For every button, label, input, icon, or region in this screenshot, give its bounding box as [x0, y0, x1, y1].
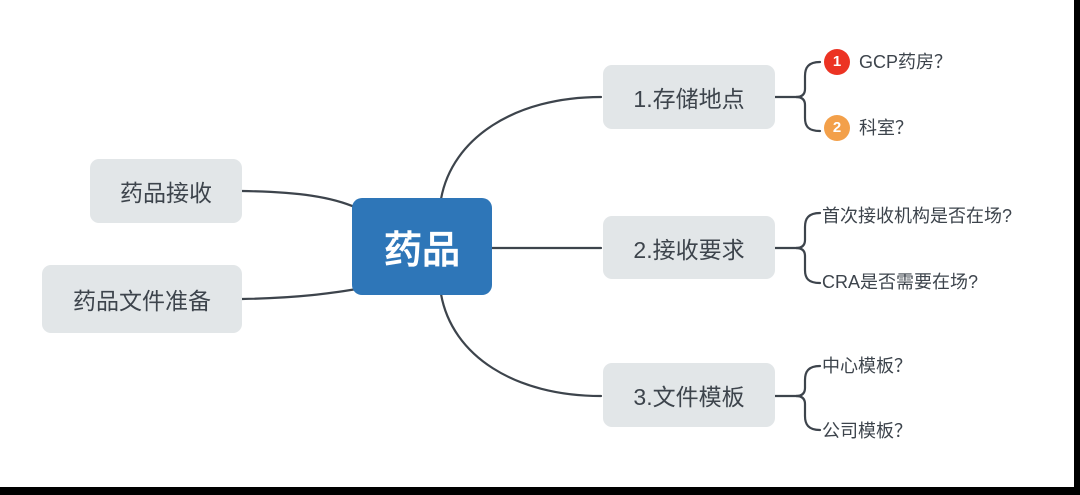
edge-root-to-templates [439, 292, 603, 398]
node-drug-receive[interactable]: 药品接收 [90, 159, 242, 223]
leaf-company-template[interactable]: 公司模板？ [822, 418, 912, 444]
leaf-label: 公司模板？ [822, 421, 912, 441]
edge-root-to-storage [439, 95, 603, 201]
leaf-label: CRA是否需要在场? [822, 272, 979, 292]
node-receive-requirements[interactable]: 2.接收要求 [603, 216, 775, 279]
edge-receive-to-root [240, 189, 359, 210]
edge-docprep-to-root [240, 287, 359, 301]
node-storage-location[interactable]: 1.存储地点 [603, 65, 775, 129]
node-document-templates[interactable]: 3.文件模板 [603, 363, 775, 427]
screenshot-right-border [1074, 0, 1080, 495]
node-root-drug[interactable]: 药品 [352, 198, 492, 295]
leaf-department[interactable]: 2 科室？ [824, 115, 913, 141]
brace-receive-req [795, 211, 822, 285]
leaf-label: 中心模板？ [822, 356, 912, 376]
leaf-first-receive-onsite[interactable]: 首次接收机构是否在场? [822, 203, 1012, 229]
leaf-center-template[interactable]: 中心模板？ [822, 353, 912, 379]
leaf-label: 首次接收机构是否在场? [822, 206, 1013, 226]
leaf-label: GCP药房？ [859, 52, 953, 72]
brace-storage [795, 60, 822, 133]
number-badge-2: 2 [824, 115, 850, 141]
screenshot-bottom-border [0, 487, 1080, 495]
node-drug-doc-prep[interactable]: 药品文件准备 [42, 265, 242, 333]
leaf-gcp-pharmacy[interactable]: 1 GCP药房？ [824, 49, 952, 75]
number-badge-1: 1 [824, 49, 850, 75]
leaf-cra-onsite[interactable]: CRA是否需要在场? [822, 269, 978, 295]
brace-templates [795, 364, 822, 432]
leaf-label: 科室？ [859, 118, 913, 138]
